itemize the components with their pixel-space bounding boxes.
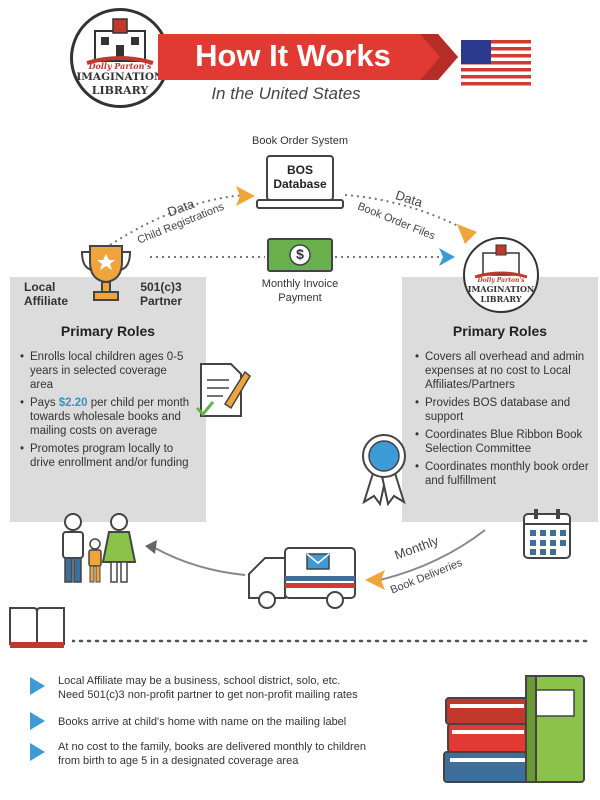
bos-box: BOS Database	[268, 163, 332, 191]
page-title: How It Works	[195, 38, 391, 73]
open-book-icon	[9, 607, 65, 649]
left-roles-title: Primary Roles	[60, 323, 156, 339]
note-2-line1: Books arrive at child's home with name o…	[58, 716, 347, 728]
left-bullet-2-post: per child per month towards wholesale bo…	[30, 397, 190, 437]
partner-line2: Partner	[140, 294, 183, 308]
right-roles-title: Primary Roles	[452, 323, 548, 339]
right-bullet-2: Provides BOS database and support	[425, 397, 571, 423]
left-bullet-3: Promotes program locally to drive enroll…	[30, 443, 189, 469]
us-flag-icon	[461, 40, 531, 86]
ribbon-award-icon	[362, 434, 406, 506]
left-bullet-1: Enrolls local children ages 0-5 years in…	[30, 351, 184, 391]
list-item: Enrolls local children ages 0-5 years in…	[20, 350, 192, 392]
bullet-arrow-icon	[30, 712, 45, 730]
logo-line1-small: IMAGINATION	[467, 284, 535, 294]
partner-heading: 501(c)3 Partner	[140, 280, 182, 308]
price-highlight: $2.20	[58, 397, 88, 409]
note-3-line1: At no cost to the family, books are deli…	[58, 741, 366, 753]
logo-line2: LIBRARY	[91, 84, 149, 97]
right-bullet-3: Coordinates Blue Ribbon Book Selection C…	[425, 429, 583, 455]
invoice-label: Monthly Invoice Payment	[240, 277, 360, 305]
arrow-orange-icon	[236, 186, 255, 206]
logo-line1: IMAGINATION	[76, 71, 164, 83]
arrow-orange-icon	[457, 224, 477, 244]
laptop-icon	[256, 155, 344, 209]
arrow-blue-icon	[439, 248, 455, 266]
imagination-library-logo-small: Dolly Parton's IMAGINATION LIBRARY	[463, 237, 539, 313]
note-3-line2: from birth to age 5 in a designated cove…	[58, 755, 299, 767]
dotted-divider	[72, 639, 592, 643]
local-affiliate-heading: Local Affiliate	[24, 280, 68, 308]
list-item: Covers all overhead and admin expenses a…	[415, 350, 590, 392]
list-item: Provides BOS database and support	[415, 396, 590, 424]
logo-building-icon	[474, 244, 528, 279]
logo-building-icon	[86, 18, 154, 65]
bos-box-line1: BOS	[286, 163, 313, 177]
list-item: Promotes program locally to drive enroll…	[20, 442, 192, 470]
left-bullet-2-pre: Pays	[30, 397, 59, 409]
flow-lines	[109, 194, 486, 581]
list-item: Coordinates monthly book order and fulfi…	[415, 460, 590, 488]
title-banner	[158, 34, 458, 80]
page-subtitle: In the United States	[211, 84, 361, 103]
dollar-symbol: $	[296, 246, 304, 262]
note-1-line2: Need 501(c)3 non-profit partner to get n…	[58, 689, 358, 701]
bos-box-line2: Database	[273, 177, 327, 191]
left-roles-list: Enrolls local children ages 0-5 years in…	[20, 350, 192, 474]
logo-line2-small: LIBRARY	[480, 294, 522, 304]
calendar-icon	[523, 509, 571, 559]
arrow-orange-icon	[365, 570, 385, 590]
imagination-library-logo: Dolly Parton's IMAGINATION LIBRARY	[70, 8, 170, 108]
note-2: Books arrive at child's home with name o…	[58, 715, 438, 729]
bullet-arrow-icon	[30, 677, 45, 695]
money-icon	[267, 238, 333, 272]
document-check-icon	[195, 363, 251, 417]
note-3: At no cost to the family, books are deli…	[58, 740, 438, 768]
trophy-icon	[80, 245, 132, 301]
local-line2: Affiliate	[24, 294, 69, 308]
logo-brand-small: Dolly Parton's	[477, 277, 525, 284]
partner-line1: 501(c)3	[140, 280, 182, 294]
right-roles-list: Covers all overhead and admin expenses a…	[415, 350, 590, 492]
invoice-line2: Payment	[278, 292, 322, 304]
right-bullet-1: Covers all overhead and admin expenses a…	[425, 351, 585, 391]
arrow-head-icon	[145, 540, 157, 554]
invoice-line1: Monthly Invoice	[261, 278, 339, 290]
family-icon	[62, 513, 137, 583]
bos-label: Book Order System	[252, 135, 348, 147]
right-bullet-4: Coordinates monthly book order and fulfi…	[425, 461, 589, 487]
bullet-arrow-icon	[30, 743, 45, 761]
book-stack-icon	[443, 675, 585, 783]
list-item: Coordinates Blue Ribbon Book Selection C…	[415, 428, 590, 456]
note-1-line1: Local Affiliate may be a business, schoo…	[58, 675, 341, 687]
local-line1: Local	[24, 280, 56, 294]
logo-brand: Dolly Parton's	[88, 61, 152, 71]
list-item: Pays $2.20 per child per month towards w…	[20, 396, 192, 438]
note-1: Local Affiliate may be a business, schoo…	[58, 674, 438, 702]
mail-truck-icon	[248, 547, 356, 609]
